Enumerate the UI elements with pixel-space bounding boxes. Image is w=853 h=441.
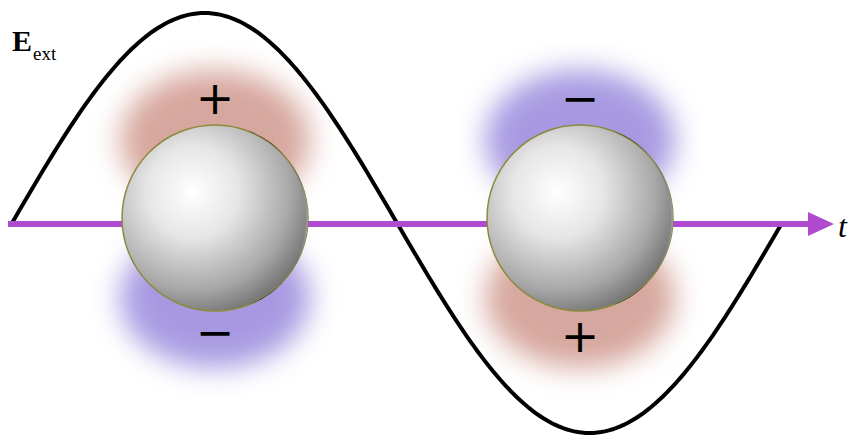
charge-sign: −	[196, 309, 235, 355]
charge-sign: +	[196, 75, 235, 121]
metal-sphere	[122, 125, 308, 311]
charge-sign: −	[561, 75, 600, 121]
field-subscript: ext	[33, 44, 56, 63]
charge-sign: +	[561, 313, 600, 359]
metal-sphere	[487, 125, 673, 311]
time-label: t	[838, 210, 847, 242]
charge-glows	[120, 70, 675, 368]
axis-arrowhead	[808, 212, 834, 236]
field-symbol: E	[12, 26, 32, 56]
